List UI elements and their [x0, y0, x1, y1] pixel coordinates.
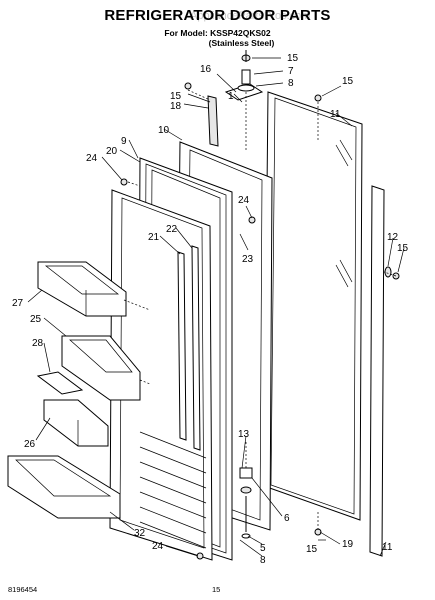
- leader-lines: [27, 57, 405, 557]
- bushing-12: [384, 266, 392, 278]
- callout-7: 8: [260, 555, 266, 566]
- callout-6: 6: [284, 513, 290, 524]
- callout-11: 11: [382, 542, 393, 553]
- top-trim-18: [207, 95, 219, 147]
- trim-strip-21: [177, 251, 187, 441]
- watermark: AppliancePartsPros.com: [190, 10, 311, 22]
- callout-28: 28: [32, 338, 44, 349]
- callout-19: 19: [342, 539, 354, 550]
- door-bin-25: [61, 335, 141, 401]
- bin-cover-28: [36, 371, 84, 395]
- callout-24-b: 24: [238, 195, 250, 206]
- callout-15-b: 15: [342, 76, 354, 87]
- trim-strip-11: [369, 185, 385, 557]
- callout-3: 7: [288, 66, 294, 77]
- door-panel-inner-edge: [270, 97, 357, 515]
- callout-15-d: 15: [306, 544, 318, 555]
- shelf-supports: [139, 431, 207, 549]
- callout-23: 23: [242, 254, 254, 265]
- callout-22: 22: [166, 224, 178, 235]
- callout-labels: 15 7 8 16 15 18 1 15 11 10 9 20 24 24 21…: [12, 53, 409, 566]
- finish-line: (Stainless Steel): [208, 38, 275, 48]
- callout-10: 11: [330, 109, 341, 120]
- callout-16: 16: [200, 64, 212, 75]
- callout-20: 20: [106, 146, 118, 157]
- callout-8: 9: [121, 136, 127, 147]
- callout-15-a: 15: [170, 91, 182, 102]
- page-title: REFRIGERATOR DOOR PARTS: [104, 7, 331, 24]
- top-hinge: [237, 50, 255, 92]
- callout-5-top: 15: [287, 53, 299, 64]
- trim-strip-22: [191, 245, 201, 451]
- model-line: For Model: KSSP42QKS02: [164, 28, 271, 38]
- callout-26: 26: [24, 439, 36, 450]
- doc-number: 8196454: [8, 585, 38, 594]
- callout-27: 27: [12, 298, 24, 309]
- inner-liner: [109, 189, 213, 561]
- callout-5-bottom: 5: [260, 543, 266, 554]
- callout-15-c: 15: [397, 243, 409, 254]
- screws: [120, 82, 400, 560]
- callout-24-c: 24: [152, 541, 164, 552]
- callout-24-a: 24: [86, 153, 98, 164]
- callout-21: 21: [148, 232, 160, 243]
- callout-9: 10: [158, 125, 170, 136]
- callout-25: 25: [30, 314, 42, 325]
- callout-13: 13: [238, 429, 250, 440]
- callout-32: 32: [134, 528, 146, 539]
- page-number: 15: [212, 585, 221, 594]
- callout-4: 8: [288, 78, 294, 89]
- door-panel-outer: [263, 91, 363, 521]
- callout-18: 18: [170, 101, 182, 112]
- callout-1: 1: [228, 91, 234, 102]
- door-bin-32: [7, 455, 121, 519]
- bottom-hinge: [239, 467, 253, 539]
- door-bin-26: [43, 399, 109, 447]
- callout-12: 12: [387, 232, 399, 243]
- door-bin-27: [37, 261, 127, 317]
